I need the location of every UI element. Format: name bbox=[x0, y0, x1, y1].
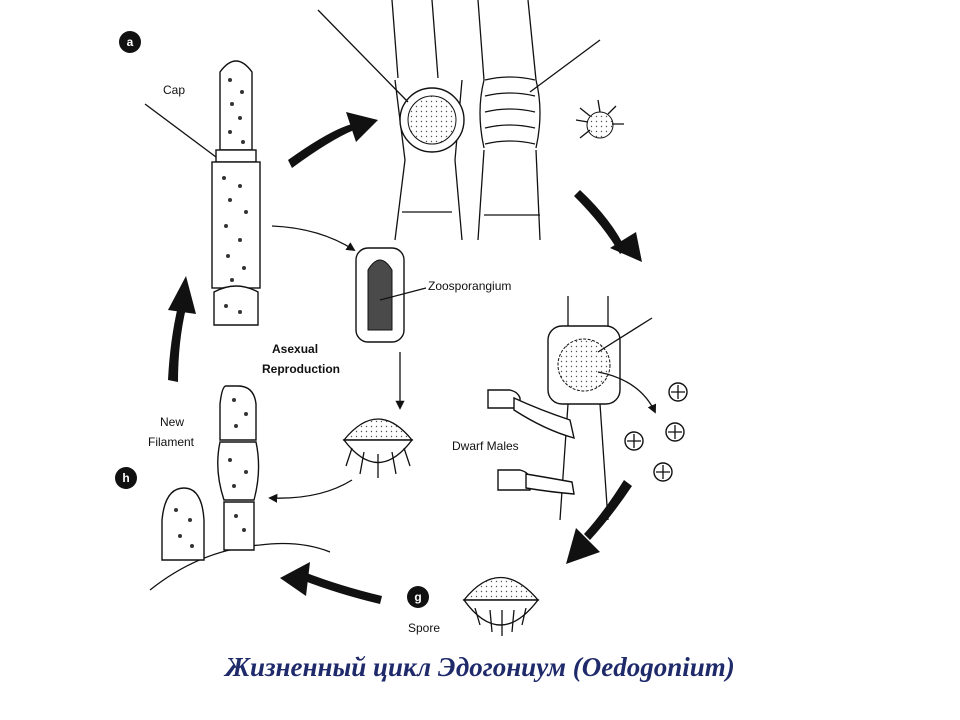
zoospore-large bbox=[342, 418, 414, 478]
badge-h bbox=[115, 467, 137, 489]
badge-g-letter: g bbox=[414, 590, 421, 604]
antherozoid bbox=[575, 99, 624, 139]
germling-left bbox=[161, 487, 205, 561]
arrow-b-to-zygote bbox=[574, 190, 642, 262]
filament-bottom-cell bbox=[213, 285, 259, 326]
new-filament-label-line1: New bbox=[160, 415, 184, 429]
badge-h-letter: h bbox=[122, 471, 129, 485]
new-filament-label-line2: Filament bbox=[148, 435, 195, 449]
arrow-g-to-h bbox=[280, 562, 382, 604]
badge-a-letter: a bbox=[127, 35, 134, 49]
page-caption: Жизненный цикл Эдогониум (Oedogonium) bbox=[225, 652, 735, 682]
stage-g-spore: g Spore bbox=[407, 577, 540, 636]
cap-pointer bbox=[144, 103, 221, 161]
egg-cell bbox=[407, 95, 457, 145]
badge-a bbox=[119, 31, 141, 53]
germling-dots bbox=[174, 398, 248, 548]
zygote bbox=[557, 338, 611, 392]
badge-g bbox=[407, 586, 429, 608]
zoospores bbox=[624, 382, 688, 482]
arrow-to-new-filament bbox=[268, 479, 353, 503]
cap-label: Cap bbox=[163, 83, 185, 97]
oogonium-pointer bbox=[317, 9, 409, 103]
arrow-zygote-to-g bbox=[566, 480, 632, 564]
substrate bbox=[149, 542, 331, 591]
cycle-arrows bbox=[168, 112, 642, 604]
zoosporangium-content bbox=[367, 259, 393, 331]
arrow-h-to-a bbox=[168, 276, 196, 382]
spore-label: Spore bbox=[408, 621, 440, 635]
asexual-branch: Zoosporangium Asexual Reproduction bbox=[262, 225, 511, 503]
filament-lower-cell bbox=[211, 161, 261, 289]
dwarf-males-label: Dwarf Males bbox=[452, 439, 519, 453]
asexual-label-line1: Asexual bbox=[272, 342, 318, 356]
stage-h-new-filament: h New Filament bbox=[115, 385, 331, 591]
zoosporangium-pointer bbox=[379, 287, 427, 301]
stage-zygote-release: Dwarf Males bbox=[452, 296, 688, 521]
zoosporangium-label: Zoosporangium bbox=[428, 279, 511, 293]
arrow-a-to-b bbox=[288, 112, 378, 168]
asexual-label-line2: Reproduction bbox=[262, 362, 340, 376]
filament-upper-cell bbox=[219, 60, 253, 151]
dwarf-male-lower bbox=[497, 469, 575, 495]
stage-a-filament: a Cap bbox=[119, 31, 261, 326]
spore-top bbox=[462, 577, 540, 601]
antheridium-pointer bbox=[529, 39, 601, 93]
chloroplast-dots bbox=[222, 78, 248, 314]
stage-b-gametangia bbox=[317, 0, 624, 241]
dwarf-male-upper bbox=[487, 389, 575, 439]
arrow-to-zoosporangium bbox=[271, 225, 356, 251]
filament-cap-ring bbox=[215, 149, 257, 163]
spore-bottom bbox=[462, 599, 540, 626]
